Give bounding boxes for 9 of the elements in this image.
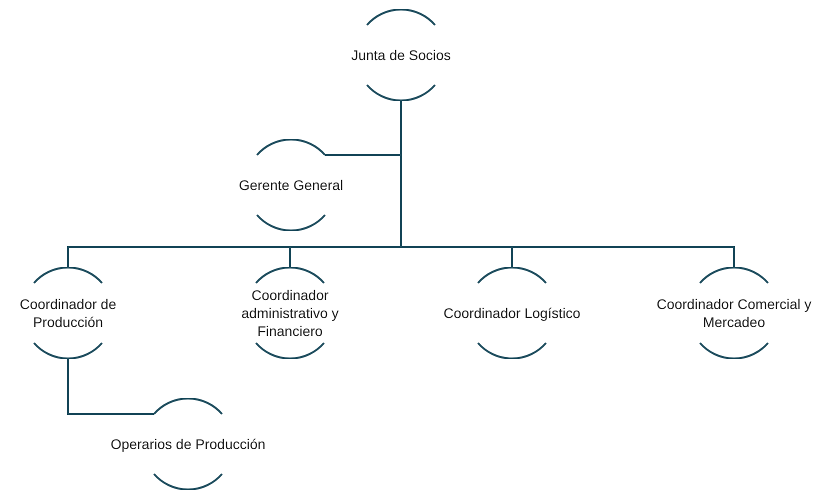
- node-label: Coordinador Comercial y Mercadeo: [656, 295, 812, 331]
- node-label: Coordinador administrativo y Financiero: [240, 286, 340, 340]
- node-label: Gerente General: [238, 176, 344, 194]
- connector-line: [400, 101, 735, 267]
- connector-line: [67, 359, 154, 415]
- node-label: Coordinador Logístico: [444, 304, 580, 322]
- node-label: Operarios de Producción: [110, 435, 266, 453]
- node-label: Junta de Socios: [351, 46, 451, 64]
- node-label: Coordinador de Producción: [18, 295, 118, 331]
